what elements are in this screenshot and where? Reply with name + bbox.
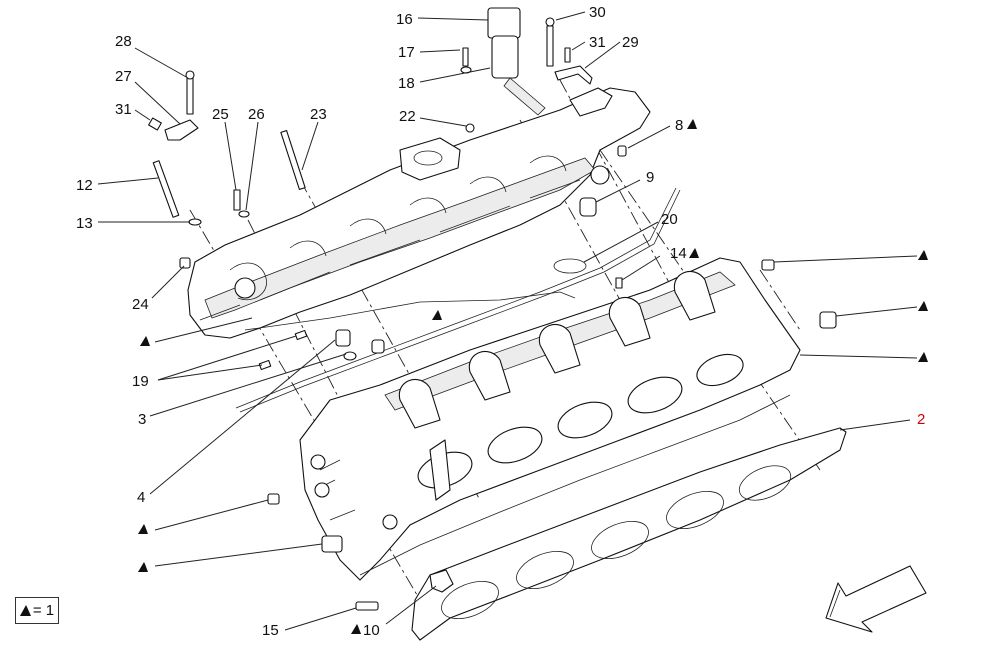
callout-12: 12 — [76, 177, 93, 194]
triangle-marker-icon — [140, 336, 150, 346]
callout-24: 24 — [132, 296, 149, 313]
callout-22: 22 — [399, 108, 416, 125]
callout-23: 23 — [310, 106, 327, 123]
triangle-marker-icon — [689, 248, 699, 258]
callout-31-top: 31 — [589, 34, 606, 51]
callout-18: 18 — [398, 75, 415, 92]
triangle-marker-icon — [918, 301, 928, 311]
callout-15: 15 — [262, 622, 279, 639]
triangle-marker-icon — [918, 352, 928, 362]
triangle-marker-icon — [918, 250, 928, 260]
callout-19: 19 — [132, 373, 149, 390]
callout-8: 8 — [675, 117, 683, 134]
callout-27: 27 — [115, 68, 132, 85]
camshaft-carrier — [187, 87, 651, 339]
triangle-marker-icon — [432, 310, 442, 320]
callout-3: 3 — [138, 411, 146, 428]
small-parts — [148, 7, 837, 611]
triangle-marker-icon — [687, 119, 697, 129]
callout-10: 10 — [363, 622, 380, 639]
callout-16: 16 — [396, 11, 413, 28]
callout-28: 28 — [115, 33, 132, 50]
direction-arrow-icon — [825, 565, 927, 633]
triangle-marker-icon — [138, 524, 148, 534]
callout-20: 20 — [661, 211, 678, 228]
cover-seal — [235, 187, 681, 413]
legend-box: = 1 — [15, 597, 59, 624]
callout-30: 30 — [589, 4, 606, 21]
callout-31-left: 31 — [115, 101, 132, 118]
callout-13: 13 — [76, 215, 93, 232]
triangle-marker-icon — [138, 562, 148, 572]
callout-labels: 16 30 17 31 29 18 28 27 31 25 26 23 22 8… — [76, 4, 928, 639]
callout-26: 26 — [248, 106, 265, 123]
callout-14: 14 — [670, 245, 687, 262]
callout-9: 9 — [646, 169, 654, 186]
triangle-marker-icon — [351, 624, 361, 634]
cylinder-head — [299, 257, 801, 581]
leader-lines — [97, 11, 918, 631]
callout-29: 29 — [622, 34, 639, 51]
legend-text: = 1 — [32, 602, 55, 619]
triangle-marker-icon — [19, 604, 31, 616]
callout-25: 25 — [212, 106, 229, 123]
callout-2: 2 — [917, 411, 925, 428]
callout-17: 17 — [398, 44, 415, 61]
head-gasket — [411, 427, 847, 641]
callout-4: 4 — [137, 489, 145, 506]
